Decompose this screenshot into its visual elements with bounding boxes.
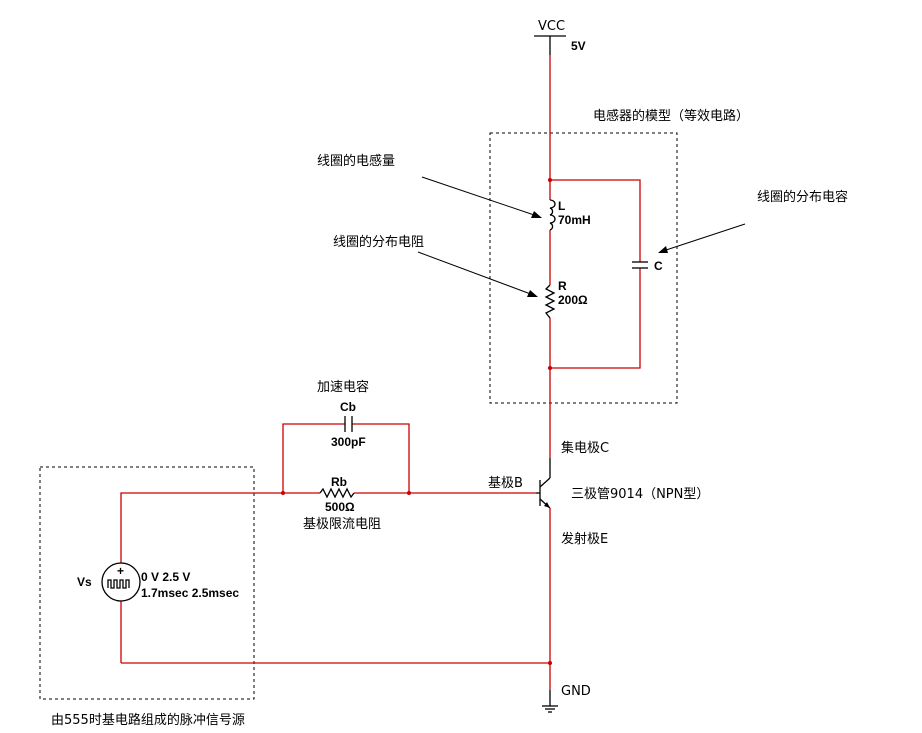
wire-cb-right bbox=[352, 423, 410, 493]
source-params-line1: 0 V 2.5 V bbox=[141, 570, 190, 584]
resistor-rb-value: 500Ω bbox=[325, 500, 355, 514]
base-label: 基极B bbox=[488, 476, 523, 491]
resistor-r-value: 200Ω bbox=[558, 293, 588, 307]
annotation-resistance: 线圈的分布电阻 bbox=[333, 234, 424, 250]
resistor-r-name: R bbox=[558, 279, 567, 293]
resistor-r-symbol bbox=[544, 284, 556, 319]
wire-cb-left bbox=[282, 423, 345, 493]
speedup-cap-title: 加速电容 bbox=[317, 379, 369, 395]
collector-label: 集电极C bbox=[561, 440, 609, 456]
inductor-l-name: L bbox=[558, 199, 565, 213]
wire-cap-top bbox=[550, 179, 641, 262]
emitter-label: 发射极E bbox=[561, 531, 608, 547]
inductor-l-value: 70mH bbox=[558, 213, 591, 227]
vcc-value: 5V bbox=[571, 39, 586, 53]
source-plus-sign: + bbox=[117, 564, 124, 578]
ground-symbol bbox=[542, 690, 558, 713]
inductor-model-title: 电感器的模型（等效电路） bbox=[593, 108, 749, 124]
wire-source-to-rb bbox=[120, 492, 320, 563]
vcc-label: VCC bbox=[538, 19, 565, 34]
arrow-to-resistor bbox=[417, 251, 538, 297]
capacitor-c-label: C bbox=[654, 259, 663, 273]
pulse-source-symbol bbox=[101, 562, 141, 602]
junction-dot bbox=[548, 366, 552, 370]
arrow-to-capacitor bbox=[658, 223, 746, 253]
resistor-rb-name: Rb bbox=[331, 475, 347, 489]
inductor-l-symbol bbox=[549, 199, 556, 231]
source-caption: 由555时基电路组成的脉冲信号源 bbox=[51, 712, 245, 728]
annotation-inductance: 线圈的电感量 bbox=[317, 153, 395, 169]
source-name: Vs bbox=[77, 575, 92, 589]
junction-dot bbox=[548, 178, 552, 182]
ground-label: GND bbox=[561, 684, 591, 699]
resistor-rb-symbol bbox=[319, 487, 355, 499]
transistor-desc: 三极管9014（NPN型） bbox=[571, 487, 709, 502]
arrow-to-inductor bbox=[421, 176, 542, 218]
resistor-rb-desc: 基极限流电阻 bbox=[303, 517, 381, 532]
annotation-capacitance: 线圈的分布电容 bbox=[757, 189, 848, 205]
npn-transistor-symbol bbox=[536, 458, 551, 509]
wire-cap-bottom bbox=[550, 268, 641, 369]
source-params-line2: 1.7msec 2.5msec bbox=[141, 586, 239, 600]
capacitor-cb-name: Cb bbox=[340, 400, 356, 414]
pulse-waveform-icon bbox=[107, 579, 130, 589]
source-box bbox=[39, 466, 255, 700]
capacitor-cb-value: 300pF bbox=[331, 435, 366, 449]
inductor-model-box bbox=[489, 132, 678, 404]
